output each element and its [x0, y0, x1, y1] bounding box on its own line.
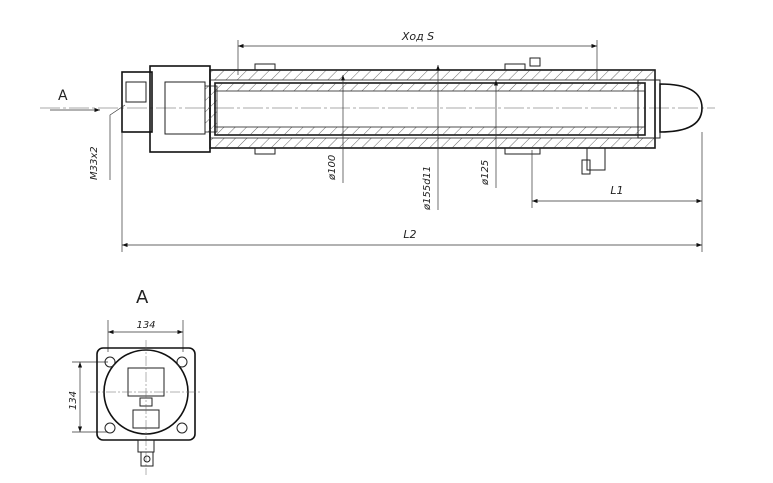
thread-label: M33x2 — [89, 146, 100, 180]
view-a-height-label: 134 — [68, 391, 79, 410]
dia-tube-label: ø125 — [480, 160, 491, 186]
dia-body-label: ø155d11 — [422, 166, 433, 211]
cylinder-side-view: ø100 ø155d11 ø125 — [40, 57, 715, 211]
dia-rod-label: ø100 — [327, 155, 338, 181]
view-arrow-label: A — [58, 88, 68, 104]
view-a-title: A — [136, 287, 149, 308]
view-a-width-label: 134 — [136, 320, 155, 331]
stroke-label: Ход S — [401, 30, 434, 43]
l2-label: L2 — [403, 228, 416, 241]
view-a: A 134 134 — [68, 287, 202, 475]
dimensions: Ход S A M33x2 L1 L2 — [50, 30, 703, 252]
l1-label: L1 — [610, 184, 623, 197]
